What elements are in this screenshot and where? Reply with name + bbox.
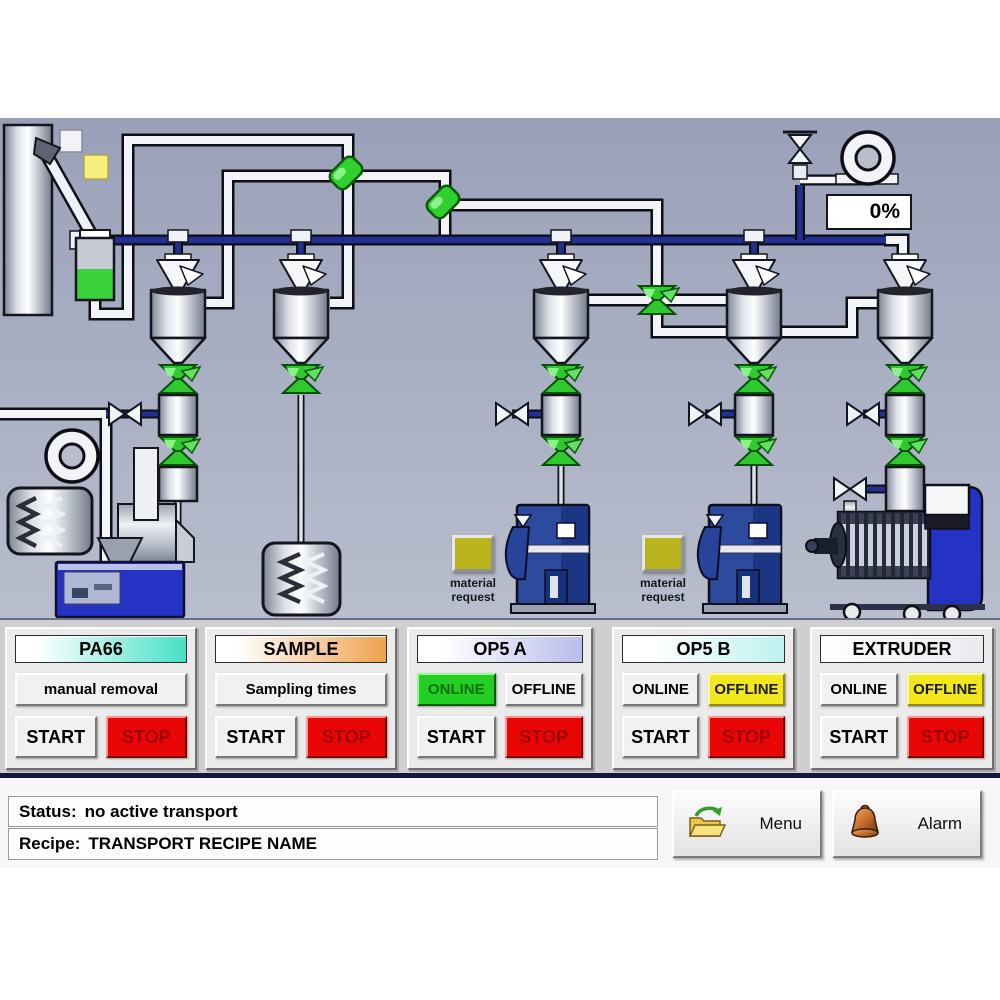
menu-label: Menu [759, 814, 802, 833]
cylinder [884, 393, 926, 437]
dryer-op5b [696, 503, 788, 614]
material-request-button-op5b[interactable] [642, 535, 684, 572]
stop-button-sample[interactable]: STOP [305, 716, 387, 758]
panel-sample: SAMPLE Sampling times START STOP [205, 627, 397, 770]
panel-extruder: EXTRUDER ONLINE OFFLINE START STOP [810, 627, 994, 770]
transport-main-pipe [69, 185, 886, 260]
hopper-op5a [532, 286, 590, 365]
flow-percent-indicator: 0% [826, 194, 912, 230]
cylinder [157, 465, 199, 503]
material-request-label-op5b: material request [639, 576, 687, 604]
start-button-op5b[interactable]: START [622, 716, 699, 758]
material-request-label-op5a: material request [449, 576, 497, 604]
online-button-op5b[interactable]: ONLINE [622, 673, 699, 706]
status-label: Status: [19, 801, 77, 821]
hopper-pa66 [149, 286, 207, 365]
hopper-top-valve-op5b [732, 253, 780, 289]
sampling-times-button[interactable]: Sampling times [215, 673, 387, 706]
hopper-op5b [725, 286, 783, 365]
dryer-op5a [504, 503, 596, 614]
hopper-sample [272, 286, 330, 365]
offline-button-op5b[interactable]: OFFLINE [708, 673, 785, 706]
bell-icon [846, 803, 884, 846]
hopper-top-valve-pa66 [156, 253, 204, 289]
stop-button-extruder[interactable]: STOP [906, 716, 984, 758]
sample-bin [261, 541, 342, 617]
menu-button[interactable]: Menu [672, 790, 822, 858]
online-button-extruder[interactable]: ONLINE [820, 673, 898, 706]
machine-base-pa66 [54, 560, 186, 618]
cross-valve-green [636, 285, 681, 315]
status-value: no active transport [84, 801, 238, 821]
stop-button-pa66[interactable]: STOP [105, 716, 187, 758]
station-panels: PA66 manual removal START STOP SAMPLE Sa… [0, 618, 1000, 778]
stop-button-op5a[interactable]: STOP [504, 716, 583, 758]
dust-collector-tank [6, 486, 94, 556]
hopper-extruder [876, 286, 934, 365]
panel-title-op5a: OP5 A [417, 635, 583, 663]
start-button-sample[interactable]: START [215, 716, 297, 758]
start-button-pa66[interactable]: START [15, 716, 97, 758]
hopper-top-valve-op5a [539, 253, 587, 289]
panel-pa66: PA66 manual removal START STOP [5, 627, 197, 770]
recipe-label: Recipe: [19, 834, 81, 853]
diverter-valve-green-1 [328, 155, 364, 191]
stop-button-op5b[interactable]: STOP [708, 716, 785, 758]
cylinder [157, 393, 199, 437]
return-blower [44, 428, 100, 484]
diverter-valve-green-2 [425, 184, 461, 220]
start-button-extruder[interactable]: START [820, 716, 898, 758]
status-field: Status: no active transport [8, 796, 658, 827]
cylinder [733, 393, 775, 437]
manual-removal-button[interactable]: manual removal [15, 673, 187, 706]
start-button-op5a[interactable]: START [417, 716, 496, 758]
alarm-label: Alarm [917, 814, 962, 833]
process-diagram: 0% material request material request [0, 118, 1000, 618]
hopper-top-valve-sample [279, 253, 327, 289]
level-vessel [74, 229, 116, 302]
extruder-machine [805, 483, 985, 618]
extruder-feed-cylinder [884, 465, 926, 513]
offline-button-op5a[interactable]: OFFLINE [504, 673, 583, 706]
material-request-button-op5a[interactable] [452, 535, 494, 572]
online-button-op5a[interactable]: ONLINE [417, 673, 496, 706]
hopper-top-valve-extruder [883, 253, 931, 289]
folder-icon [686, 804, 727, 845]
receiver-hoppers [149, 253, 934, 365]
offline-button-extruder[interactable]: OFFLINE [906, 673, 984, 706]
extruder-control-panel [924, 514, 970, 530]
vacuum-blower [835, 130, 899, 186]
panel-title-extruder: EXTRUDER [820, 635, 984, 663]
panel-title-op5b: OP5 B [622, 635, 785, 663]
alarm-button[interactable]: Alarm [832, 790, 982, 858]
process-svg [0, 123, 985, 618]
green-valves [157, 285, 929, 466]
recipe-value: TRANSPORT RECIPE NAME [88, 834, 317, 853]
cylinder [540, 393, 582, 437]
indicator-square-white [59, 129, 83, 153]
status-bar: Status: no active transport Recipe: TRAN… [0, 778, 1000, 868]
recipe-field: Recipe: TRANSPORT RECIPE NAME [8, 828, 658, 860]
suction-lance [32, 136, 97, 236]
indicator-square-yellow [83, 154, 109, 180]
panel-op5a: OP5 A ONLINE OFFLINE START STOP [407, 627, 593, 770]
exhaust-butterfly-valve [783, 130, 817, 180]
extruder-monitor [923, 483, 971, 517]
panel-title-sample: SAMPLE [215, 635, 387, 663]
panel-op5b: OP5 B ONLINE OFFLINE START STOP [612, 627, 795, 770]
panel-title-pa66: PA66 [15, 635, 187, 663]
